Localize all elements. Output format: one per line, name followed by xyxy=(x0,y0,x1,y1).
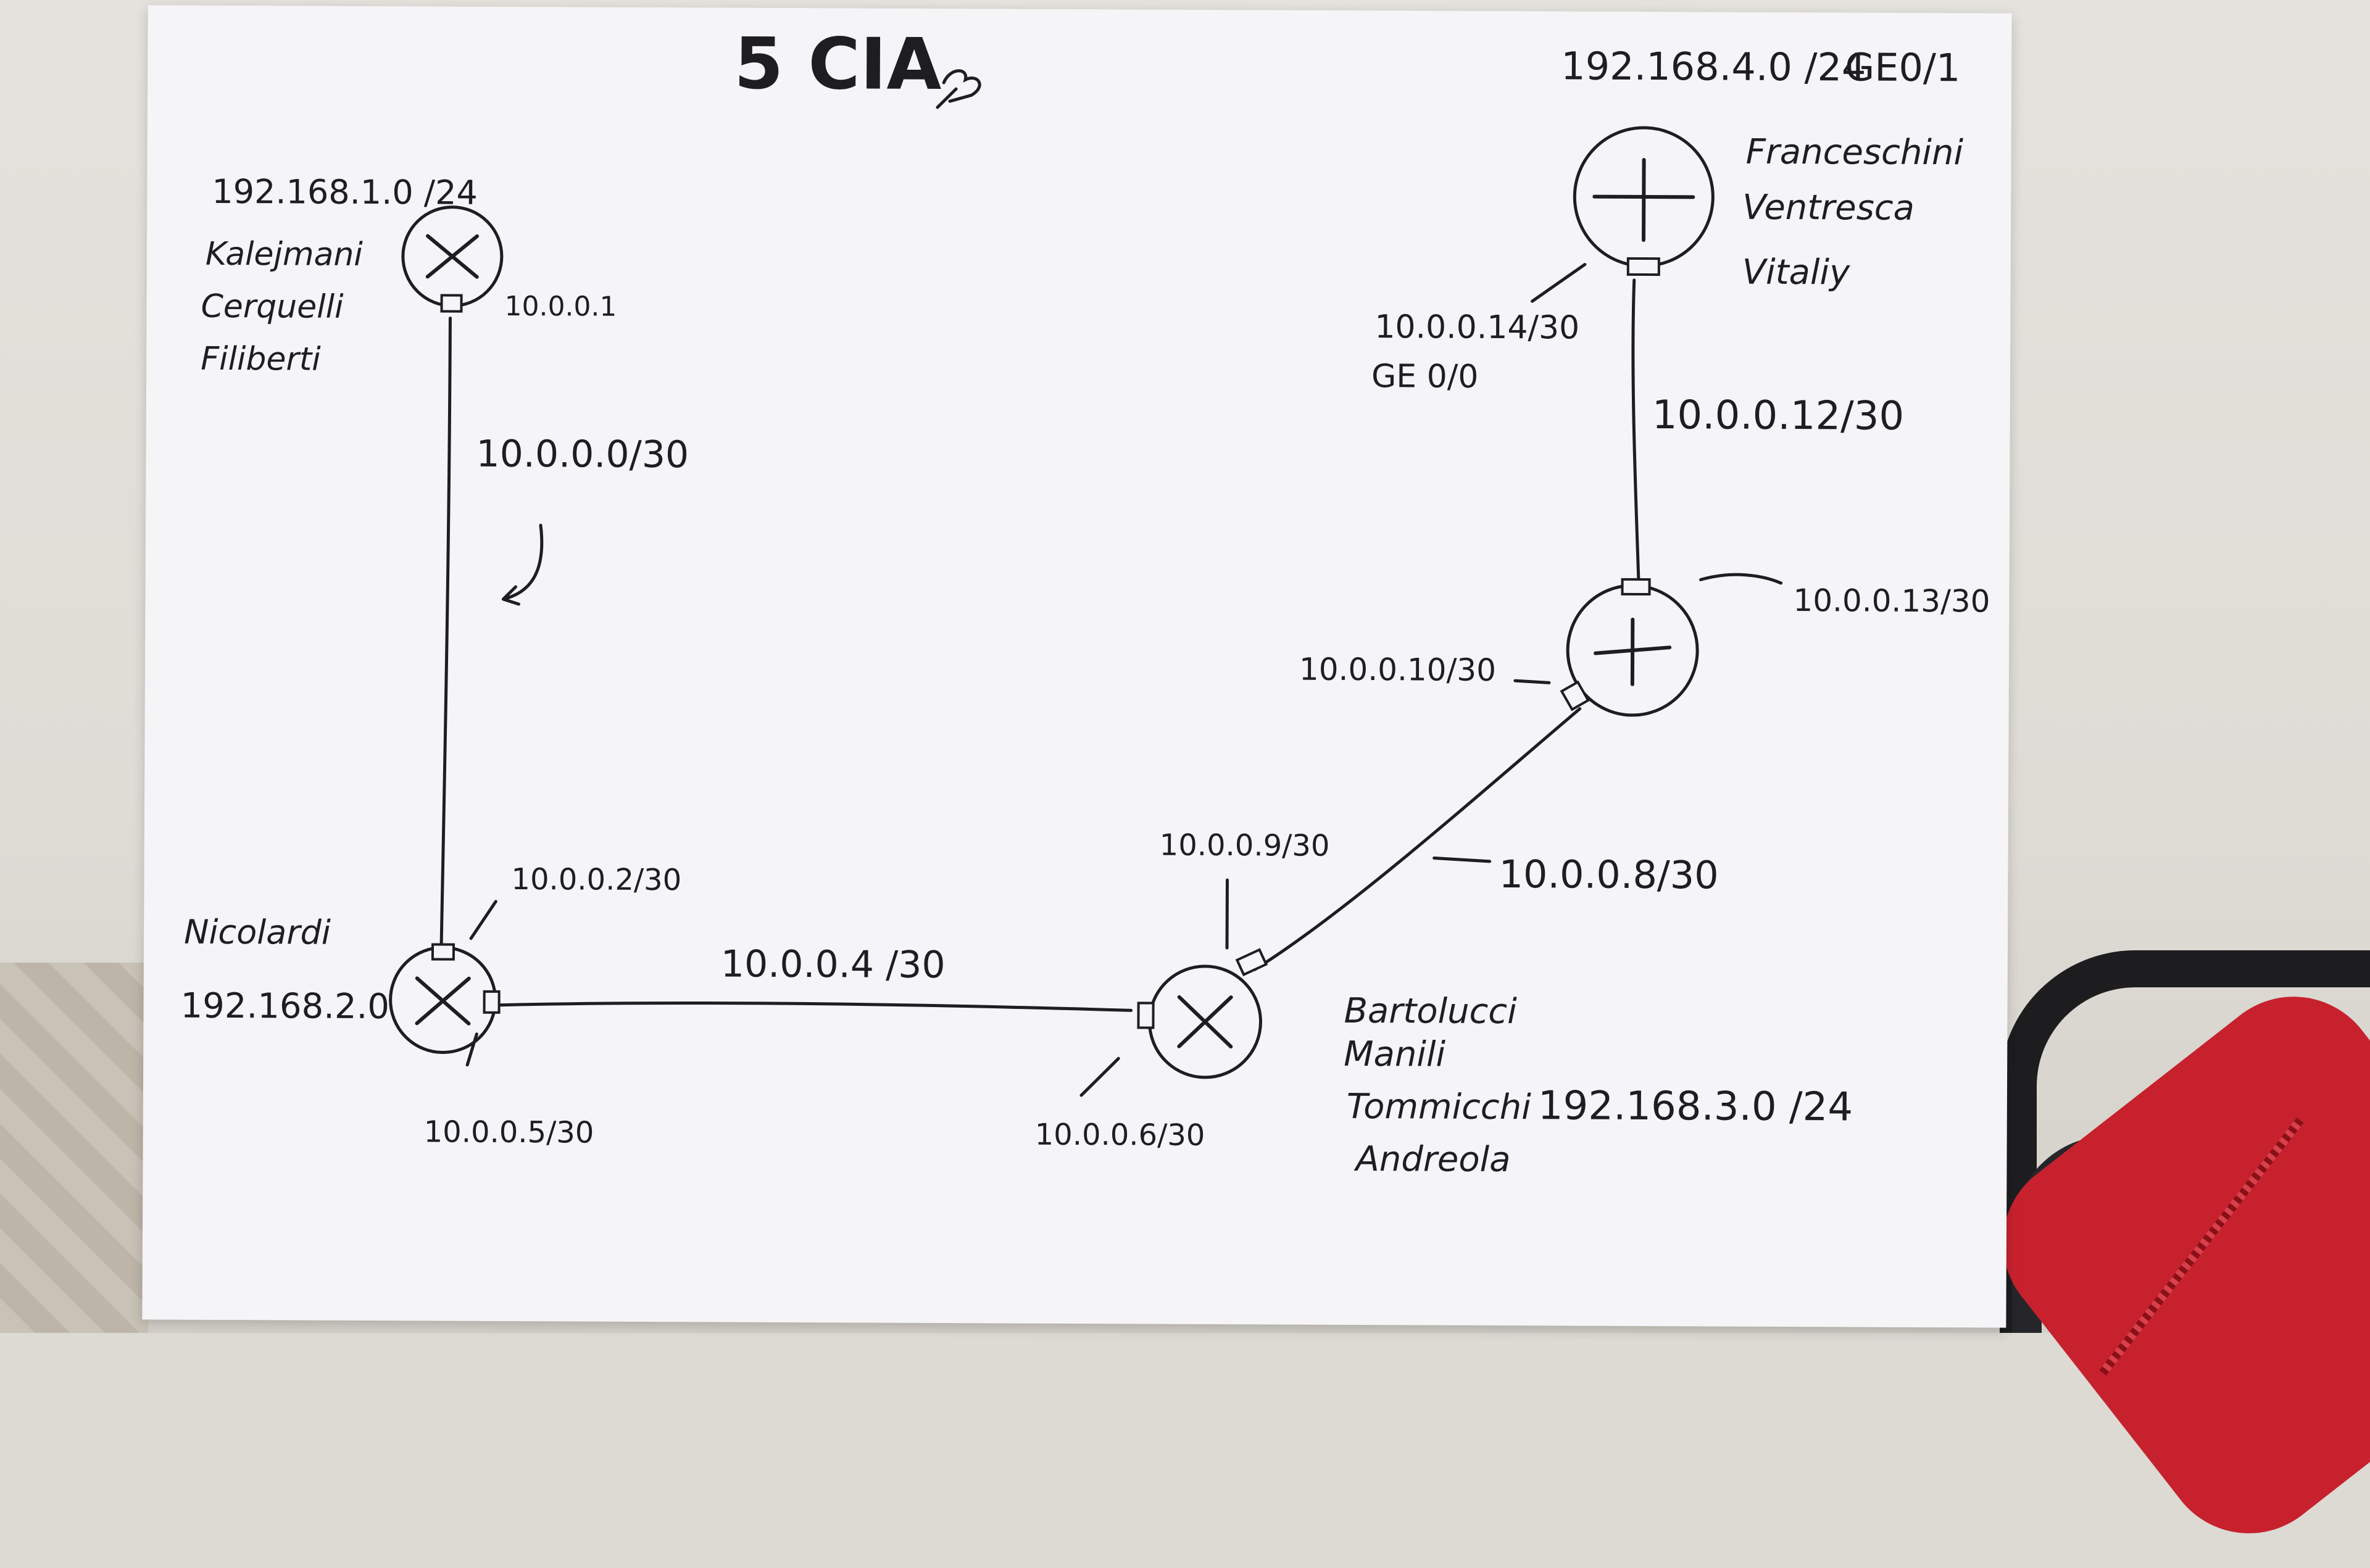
leader-10-0-0-2 xyxy=(471,902,496,939)
ip-r1-link1: 10.0.0.1 xyxy=(504,291,617,323)
link-r1-r2 xyxy=(441,318,450,948)
name-r3-3: Tommicchi xyxy=(1347,1087,1532,1127)
name-r3-2: Manili xyxy=(1344,1034,1446,1075)
ip-r2-link2: 10.0.0.5/30 xyxy=(424,1114,594,1150)
leader-10-0-0-8 xyxy=(1434,858,1490,861)
router-r2 xyxy=(390,944,499,1053)
lan-r1: 192.168.1.0 /24 xyxy=(212,172,478,212)
router-r1 xyxy=(403,207,502,312)
name-r1-1: Kalejmani xyxy=(206,236,364,273)
name-r5-3: Vitaliy xyxy=(1742,252,1851,293)
lan-if-r5: GE0/1 xyxy=(1845,44,1960,90)
link-r2-r3 xyxy=(496,1002,1131,1010)
page-title: 5 CIA xyxy=(734,23,942,106)
name-r5-1: Franceschini xyxy=(1746,132,1964,173)
name-r1-3: Filiberti xyxy=(201,341,321,378)
name-r5-2: Ventresca xyxy=(1742,188,1915,228)
ip-r3-link2: 10.0.0.6/30 xyxy=(1035,1118,1205,1153)
ip-r5-link4: 10.0.0.14/30 xyxy=(1374,309,1579,346)
name-r3-4: Andreola xyxy=(1353,1139,1510,1180)
router-icon xyxy=(428,236,477,276)
router-icon xyxy=(1179,997,1231,1047)
link-r4-r5 xyxy=(1632,280,1640,592)
floor-tiles xyxy=(0,963,148,1333)
router-r3 xyxy=(1138,949,1266,1077)
leader-10-0-0-5 xyxy=(467,1034,476,1065)
if-note-r5: GE 0/0 xyxy=(1371,358,1479,396)
ip-r3-link3: 10.0.0.9/30 xyxy=(1160,828,1330,863)
net-link4: 10.0.0.12/30 xyxy=(1652,392,1905,439)
leader-10-0-0-10 xyxy=(1515,681,1549,682)
network-diagram: 5 CIA 192.168.1.0 /24 Kalejmani Cerquell… xyxy=(142,5,2011,1327)
lan-r3: 192.168.3.0 /24 xyxy=(1538,1083,1853,1130)
leader-10-0-0-14 xyxy=(1532,264,1585,301)
router-icon xyxy=(1594,160,1694,241)
curved-arrow-icon xyxy=(503,525,541,604)
lan-r5: 192.168.4.0 /24 xyxy=(1561,43,1866,89)
net-link2: 10.0.0.4 /30 xyxy=(721,942,946,987)
heart-doodle-icon xyxy=(938,71,979,108)
router-r4 xyxy=(1561,579,1697,715)
name-r1-2: Cerquelli xyxy=(201,288,344,326)
router-icon xyxy=(1595,620,1669,685)
paper-sheet: 5 CIA 192.168.1.0 /24 Kalejmani Cerquell… xyxy=(142,5,2011,1327)
lan-r2: 192.168.2.0 xyxy=(180,986,389,1027)
leader-10-0-0-13 xyxy=(1701,575,1781,583)
net-link3: 10.0.0.8/30 xyxy=(1499,852,1718,898)
ip-r4-link3: 10.0.0.10/30 xyxy=(1299,652,1496,688)
name-r2-1: Nicolardi xyxy=(184,913,331,952)
router-r5 xyxy=(1574,128,1713,275)
leader-10-0-0-6 xyxy=(1081,1058,1118,1095)
ip-r2-link1: 10.0.0.2/30 xyxy=(511,862,681,897)
ip-r4-link4: 10.0.0.13/30 xyxy=(1793,583,1990,619)
name-r3-1: Bartolucci xyxy=(1344,991,1517,1032)
net-link1: 10.0.0.0/30 xyxy=(476,433,689,477)
router-icon xyxy=(417,978,468,1023)
